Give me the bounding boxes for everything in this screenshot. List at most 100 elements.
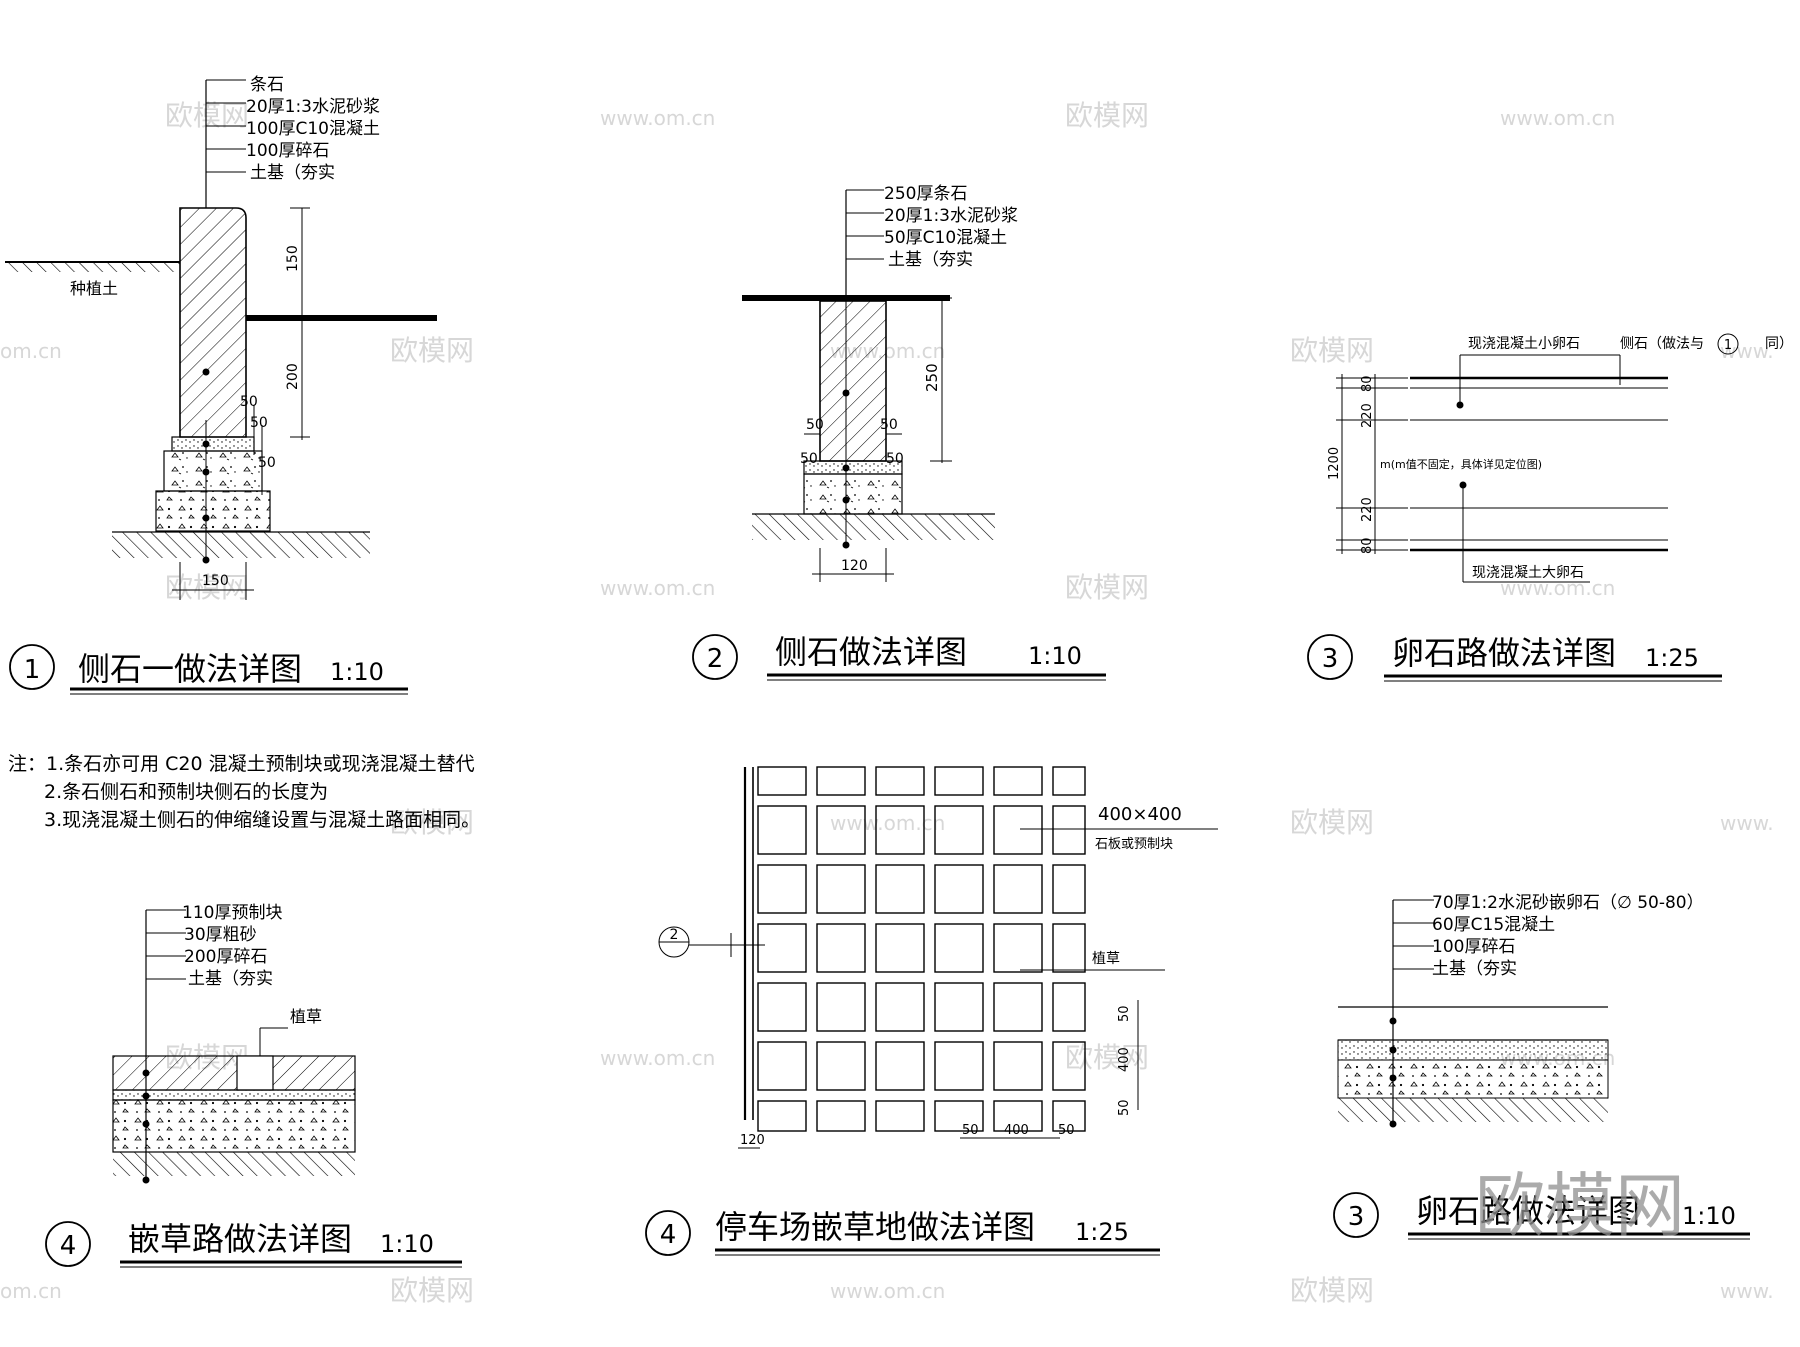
layer-label: 土基（夯实: [888, 250, 973, 270]
layer-label: 100厚C10混凝土: [246, 119, 380, 139]
dim-50: 50: [800, 451, 818, 467]
paver-block: [875, 766, 925, 796]
watermark-url: om.cn: [0, 339, 62, 363]
paver-block: [875, 1041, 925, 1091]
paver-block: [934, 1041, 984, 1091]
layer-label: 30厚粗砂: [184, 925, 257, 945]
dim-50: 50: [1117, 1099, 1132, 1116]
paver-block: [934, 864, 984, 914]
layer-label: 20厚1:3水泥砂浆: [884, 206, 1018, 226]
paver-block: [934, 982, 984, 1032]
watermark-url: www.om.cn: [830, 1279, 945, 1303]
note-3: 3.现浇混凝土侧石的伸缩缝设置与混凝土路面相同。: [44, 809, 480, 831]
watermark-url: www.om.cn: [600, 576, 715, 600]
curb-note: 侧石（做法与: [1620, 336, 1704, 352]
dim-50: 50: [962, 1123, 979, 1138]
paver-block: [757, 864, 807, 914]
paver-block: [1052, 766, 1086, 796]
paver-block: [816, 805, 866, 855]
dim-400: 400: [1117, 1047, 1132, 1072]
watermark-url: www.: [1720, 339, 1774, 363]
layer-label: 100厚碎石: [246, 141, 329, 161]
watermark-url: www.: [1720, 811, 1774, 835]
layer-label: 土基（夯实: [1432, 959, 1517, 979]
detail-number-glyph: 3: [1322, 644, 1339, 674]
paver-block: [934, 805, 984, 855]
layer-label: 110厚预制块: [182, 903, 282, 923]
layer-label: 条石: [250, 75, 284, 95]
paver-block: [1052, 1041, 1086, 1091]
detail-title: 侧石做法详图: [775, 633, 967, 671]
detail-number-glyph: 2: [707, 644, 724, 674]
paver-block: [875, 805, 925, 855]
dim-80: 80: [1360, 537, 1375, 554]
dim-120: 120: [841, 558, 868, 574]
dim-50: 50: [250, 415, 268, 431]
detail-title: 卵石路做法详图: [1416, 1192, 1640, 1230]
dim-220: 220: [1360, 497, 1375, 522]
paver-block: [875, 864, 925, 914]
dim-220: 220: [1360, 403, 1375, 428]
dim-150-bottom: 150: [202, 573, 229, 589]
paver-block: [816, 864, 866, 914]
paver-block: [757, 982, 807, 1032]
grass-label: 植草: [1092, 951, 1120, 967]
paver-block: [1052, 805, 1086, 855]
detail-number-glyph: 4: [60, 1231, 77, 1261]
paver-block: [1052, 982, 1086, 1032]
watermark-cn: 欧模网: [390, 806, 474, 839]
watermark-cn: 欧模网: [390, 1274, 474, 1307]
dim-50: 50: [1117, 1005, 1132, 1022]
paver-block: [816, 923, 866, 973]
paver-block: [993, 766, 1043, 796]
watermark-cn: 欧模网: [1065, 99, 1149, 132]
watermark-url: www.om.cn: [1500, 576, 1615, 600]
watermark-cn: 欧模网: [1290, 806, 1374, 839]
paver-block: [993, 864, 1043, 914]
dim-50: 50: [258, 455, 276, 471]
detail-title: 停车场嵌草地做法详图: [715, 1208, 1035, 1246]
paver-block: [757, 1100, 807, 1132]
layer-label: 20厚1:3水泥砂浆: [246, 97, 380, 117]
dim-150: 150: [285, 245, 301, 272]
dim-120: 120: [740, 1133, 765, 1148]
layer-label: 土基（夯实: [188, 969, 273, 989]
paver-block: [816, 1041, 866, 1091]
paver-block: [757, 923, 807, 973]
dim-400: 400: [1004, 1123, 1029, 1138]
paver-block: [934, 923, 984, 973]
detail-title: 嵌草路做法详图: [128, 1220, 352, 1258]
note-1: 注：1.条石亦可用 C20 混凝土预制块或现浇混凝土替代: [8, 753, 475, 775]
soil-label: 种植土: [70, 279, 118, 298]
layer-label: 250厚条石: [884, 184, 967, 204]
paver-block: [1052, 923, 1086, 973]
paver-block: [757, 766, 807, 796]
watermark-url: www.om.cn: [600, 106, 715, 130]
watermark-cn: 欧模网: [1065, 571, 1149, 604]
paver-block: [993, 923, 1043, 973]
watermark-cn: 欧模网: [1065, 1041, 1149, 1074]
dim-250: 250: [923, 363, 941, 392]
paver-block: [875, 923, 925, 973]
dim-80: 80: [1360, 375, 1375, 392]
notes: 注：1.条石亦可用 C20 混凝土预制块或现浇混凝土替代 2.条石侧石和预制块侧…: [8, 753, 480, 831]
dim-50: 50: [1058, 1123, 1075, 1138]
dim-50: 50: [806, 417, 824, 433]
dim-50: 50: [880, 417, 898, 433]
section-ref: 2: [670, 927, 679, 943]
watermark-url: www.om.cn: [1500, 106, 1615, 130]
watermark-cn: 欧模网: [165, 571, 249, 604]
paver-block: [993, 1041, 1043, 1091]
detail-3-pebble-path-section: 70厚1:2水泥砂嵌卵石（∅ 50-80） 60厚C15混凝土 100厚碎石 土…: [1333, 893, 1750, 1240]
detail-2-curb-section: 250厚条石 20厚1:3水泥砂浆 50厚C10混凝土 土基（夯实 250 50…: [692, 184, 1106, 681]
detail-title: 卵石路做法详图: [1392, 634, 1616, 672]
layer-label: 70厚1:2水泥砂嵌卵石（∅ 50-80）: [1432, 893, 1704, 913]
detail-1-curb-section: 条石 20厚1:3水泥砂浆 100厚C10混凝土 100厚碎石 土基（夯实 种植…: [5, 75, 437, 695]
detail-title: 侧石一做法详图: [78, 650, 302, 688]
paver-block: [816, 1100, 866, 1132]
paver-block: [816, 982, 866, 1032]
paver-block: [1052, 1100, 1086, 1132]
watermark-url: www.: [1720, 1279, 1774, 1303]
layer-label: 50厚C10混凝土: [884, 228, 1007, 248]
